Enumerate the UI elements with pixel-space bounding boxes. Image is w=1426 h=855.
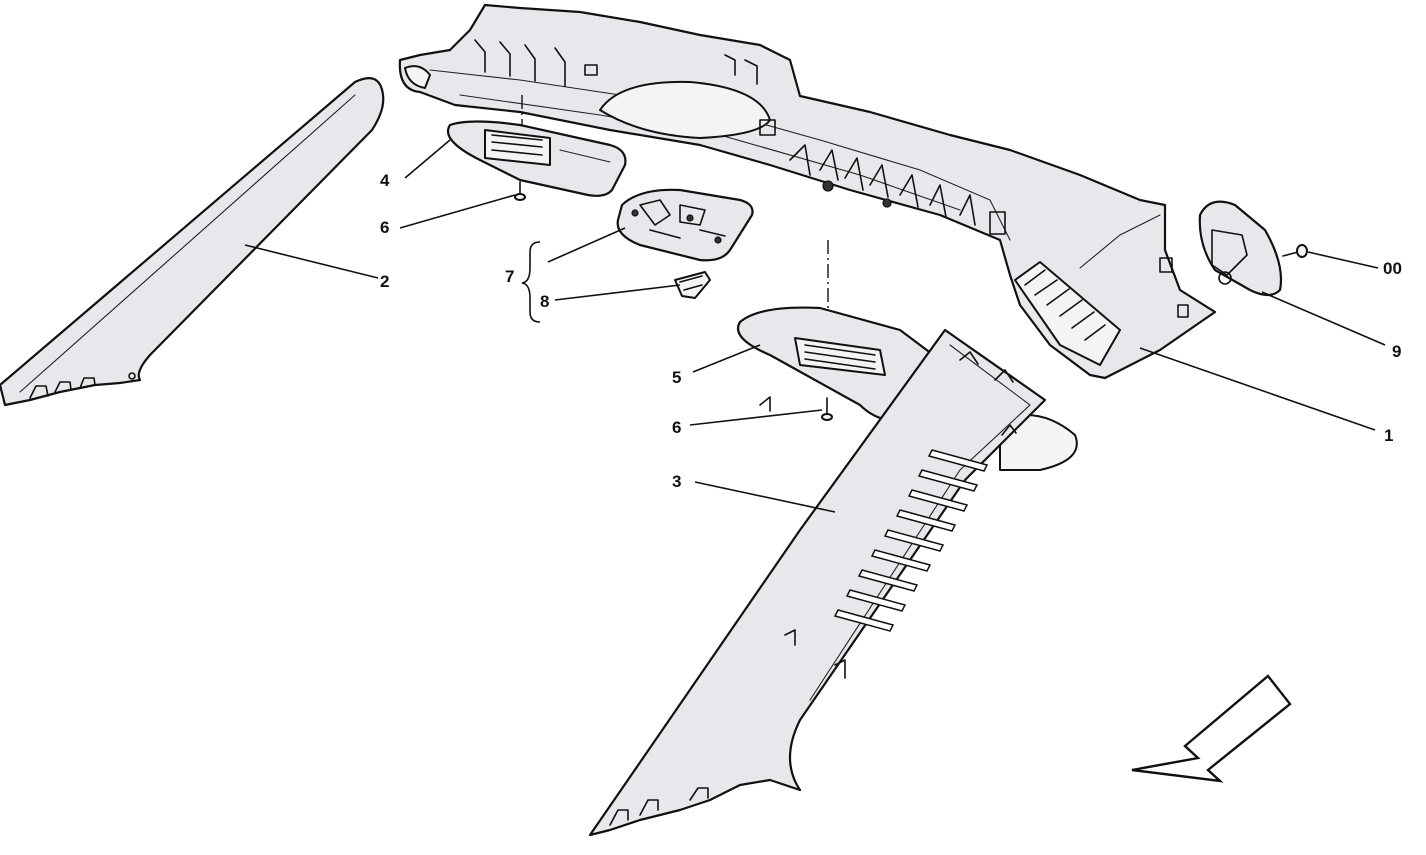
leader-lines	[244, 139, 1386, 513]
callout-9: 9	[1392, 342, 1401, 361]
part-8-bulb-clip	[674, 271, 711, 299]
direction-arrow-icon	[1131, 674, 1292, 783]
screw-6-right	[821, 397, 833, 421]
callout-4: 4	[380, 171, 390, 190]
part-9-handle-bracket	[1198, 200, 1283, 297]
callout-3: 3	[672, 472, 681, 491]
callout-6-right: 6	[672, 418, 681, 437]
callout-8: 8	[540, 292, 549, 311]
callout-5: 5	[672, 368, 681, 387]
part-2-left-pillar-trim	[0, 77, 385, 407]
callout-labels: 4 6 2 7 8 5 6 3 1 9 00	[380, 171, 1402, 491]
part-1-headliner-trim	[398, 3, 1217, 380]
screw-00	[1282, 244, 1308, 258]
callout-1: 1	[1384, 426, 1393, 445]
part-4-left-sun-visor	[447, 120, 627, 197]
screw-6-left	[514, 181, 526, 201]
callout-6-left: 6	[380, 218, 389, 237]
part-3-right-pillar-trim	[588, 328, 1047, 837]
callout-2: 2	[380, 272, 389, 291]
callout-7: 7	[505, 267, 514, 286]
part-7-courtesy-light	[616, 188, 754, 262]
callout-00: 00	[1383, 259, 1402, 278]
